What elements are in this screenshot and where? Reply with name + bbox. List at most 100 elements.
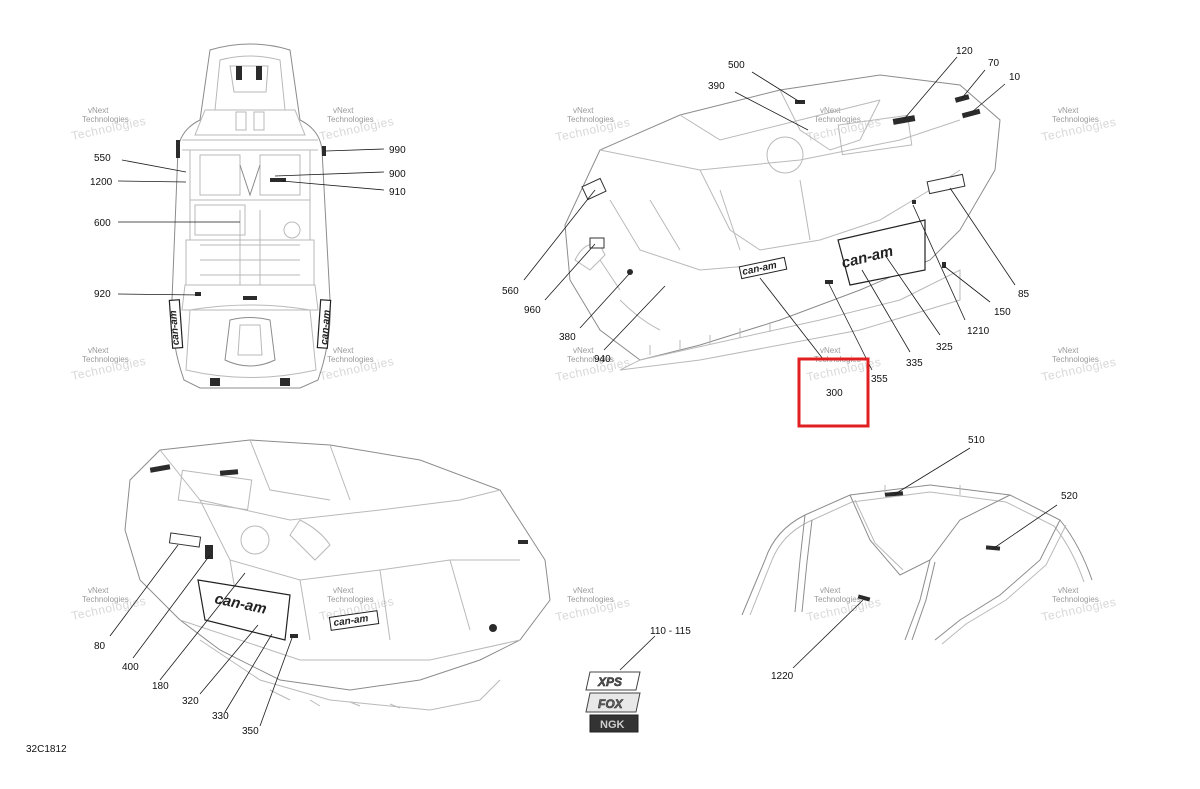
leaders-rear-view (109, 544, 293, 727)
side-decal (581, 177, 607, 201)
svg-text:vNext: vNext (1058, 346, 1079, 355)
callout-label: 560 (502, 286, 519, 297)
panel-brand-decal-rear: can-am (328, 610, 380, 631)
hood-decal (149, 464, 171, 473)
svg-text:Technologies: Technologies (327, 115, 374, 124)
panel-brand-decal-front: can-am (738, 256, 788, 280)
callout-label: 320 (182, 696, 199, 707)
watermark: Technologies vNext Technologies (554, 346, 631, 384)
hood-decal (961, 108, 981, 119)
watermark: Technologies vNext Technologies (805, 106, 882, 144)
hood-decal (219, 469, 239, 476)
callout-label: 400 (122, 662, 139, 673)
watermark: Technologies vNext Technologies (70, 586, 147, 623)
small-decal (825, 280, 833, 284)
callout-label: 500 (728, 60, 745, 71)
svg-text:can-am: can-am (333, 613, 369, 629)
callout-label: 550 (94, 153, 111, 164)
hood-decal (892, 115, 916, 125)
hood-decal (954, 94, 970, 103)
leaders-top-view (117, 148, 385, 296)
highlight-box (797, 357, 870, 428)
svg-text:Technologies: Technologies (814, 115, 861, 124)
watermark: Technologies vNext Technologies (1040, 586, 1117, 624)
front-decal (589, 237, 605, 249)
callout-label: 150 (994, 307, 1011, 318)
callout-label: 70 (988, 58, 1000, 69)
svg-text:Technologies: Technologies (82, 355, 129, 364)
callout-label: 10 (1009, 72, 1021, 83)
bar-decal (857, 594, 871, 602)
callouts-cage: 510 520 1220 (771, 435, 1078, 682)
svg-text:Technologies: Technologies (1052, 355, 1099, 364)
watermark: Technologies vNext Technologies (70, 346, 147, 383)
watermark: Technologies vNext Technologies (318, 346, 395, 384)
badge-decal (627, 269, 633, 275)
svg-text:vNext: vNext (820, 346, 841, 355)
side-decal (926, 173, 966, 195)
side-decal (168, 532, 202, 548)
callout-label: 120 (956, 46, 973, 57)
callout-label: 990 (389, 145, 406, 156)
svg-text:Technologies: Technologies (567, 115, 614, 124)
watermark: Technologies vNext Technologies (1040, 346, 1117, 384)
callout-label: 330 (212, 711, 229, 722)
vehicle-rear-view: can-am can-am (124, 439, 551, 711)
roof-decal (884, 491, 904, 497)
leaders-front-view (523, 56, 1016, 371)
roof-decal (985, 545, 1001, 551)
svg-text:XPS: XPS (597, 675, 622, 689)
svg-text:Technologies: Technologies (814, 595, 861, 604)
bumper-decal (280, 378, 290, 386)
svg-text:vNext: vNext (333, 346, 354, 355)
logo-decal-xps: XPS (585, 671, 641, 691)
callout-label: 920 (94, 289, 111, 300)
leaders-cage (792, 447, 1058, 669)
watermark: Technologies vNext Technologies (318, 106, 395, 144)
svg-text:NGK: NGK (600, 719, 625, 731)
floor-decal (243, 296, 257, 300)
small-decal (518, 540, 528, 544)
logo-decal-fox: FOX (585, 692, 641, 713)
callout-label: 910 (389, 187, 406, 198)
callout-label: 300 (826, 388, 843, 399)
callout-label: 350 (242, 726, 259, 737)
callout-label: 960 (524, 305, 541, 316)
callout-label: 1210 (967, 326, 990, 337)
svg-text:Technologies: Technologies (82, 115, 129, 124)
callouts-front-view: 500 390 120 70 10 560 960 380 940 300 35… (502, 46, 1030, 399)
roll-cage (741, 484, 1093, 645)
svg-text:Technologies: Technologies (82, 595, 129, 604)
callout-label: 900 (389, 169, 406, 180)
svg-text:can-am: can-am (168, 310, 182, 346)
badge-decal (489, 624, 497, 632)
svg-text:Technologies: Technologies (327, 355, 374, 364)
callout-label: 355 (871, 374, 888, 385)
console-decal (270, 178, 286, 182)
svg-text:vNext: vNext (573, 106, 594, 115)
logo-decal-ngk: NGK (589, 714, 639, 733)
door-brand-decal-front: can-am (837, 219, 926, 286)
svg-text:vNext: vNext (88, 106, 109, 115)
door-brand-decal-rear: can-am (197, 579, 291, 641)
svg-text:Technologies: Technologies (327, 595, 374, 604)
hood-decal (236, 66, 242, 80)
callouts-rear-view: 80 400 180 320 330 350 (94, 641, 259, 737)
svg-text:Technologies: Technologies (567, 595, 614, 604)
svg-text:Technologies: Technologies (1052, 595, 1099, 604)
vehicle-front-view: can-am can-am (564, 74, 1001, 371)
small-decal (942, 262, 946, 268)
callout-label: 110 - 115 (650, 626, 691, 637)
callout-label: 390 (708, 81, 725, 92)
watermark: Technologies vNext Technologies (70, 106, 147, 143)
callout-label: 180 (152, 681, 169, 692)
floor-marker-decal (195, 292, 201, 296)
svg-text:vNext: vNext (1058, 586, 1079, 595)
svg-text:vNext: vNext (88, 586, 109, 595)
callout-label: 1220 (771, 671, 794, 682)
svg-text:vNext: vNext (573, 346, 594, 355)
svg-text:FOX: FOX (598, 697, 624, 711)
callouts-top-view: 550 1200 600 920 990 900 910 (90, 145, 406, 300)
side-marker-decal (322, 146, 326, 156)
small-decal (912, 200, 916, 204)
